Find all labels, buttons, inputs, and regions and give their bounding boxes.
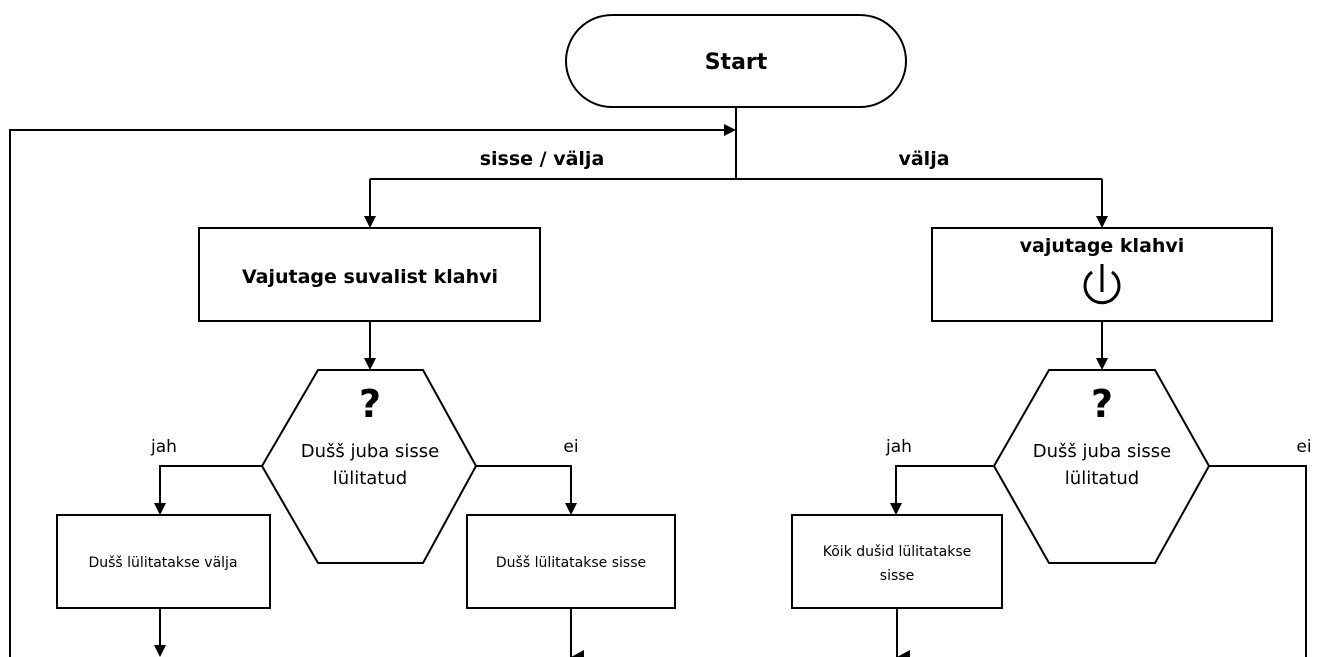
branch-label-right: välja <box>898 148 949 170</box>
right-yes-result-line2: sisse <box>880 568 914 584</box>
right-question-mark: ? <box>1091 382 1113 426</box>
right-yes-connector <box>890 465 994 515</box>
left-yes-label: jah <box>150 437 177 457</box>
left-question-line1: Dušš juba sisse <box>301 441 440 462</box>
right-yes-result-line1: Kõik dušid lülitatakse <box>823 544 971 560</box>
left-question-line2: lülitatud <box>333 468 407 489</box>
right-yes-merge-arrowhead <box>897 650 910 657</box>
right-yes-result-box <box>791 514 1003 609</box>
left-no-merge-arrowhead <box>571 650 584 657</box>
start-label: Start <box>705 50 768 75</box>
branch-label-left: sisse / välja <box>480 148 605 170</box>
right-action-label: vajutage klahvi <box>1020 235 1185 257</box>
left-yes-result-box <box>56 514 271 609</box>
left-no-label: ei <box>563 437 578 457</box>
right-no-label: ei <box>1296 437 1311 457</box>
left-no-result-box <box>466 514 676 609</box>
left-action-label: Vajutage suvalist klahvi <box>242 266 498 288</box>
left-yes-connector <box>154 465 262 515</box>
left-action-box <box>198 227 541 322</box>
left-no-result-label: Dušš lülitatakse sisse <box>496 555 646 571</box>
right-question-line2: lülitatud <box>1065 468 1139 489</box>
left-yes-result-label: Dušš lülitatakse välja <box>88 555 237 571</box>
right-yes-label: jah <box>885 437 912 457</box>
right-question-line1: Dušš juba sisse <box>1033 441 1172 462</box>
left-question-mark: ? <box>359 382 381 426</box>
power-icon <box>1083 264 1121 305</box>
left-no-connector <box>476 465 577 515</box>
right-no-connector <box>1209 465 1307 657</box>
loop-back-line <box>9 124 736 657</box>
